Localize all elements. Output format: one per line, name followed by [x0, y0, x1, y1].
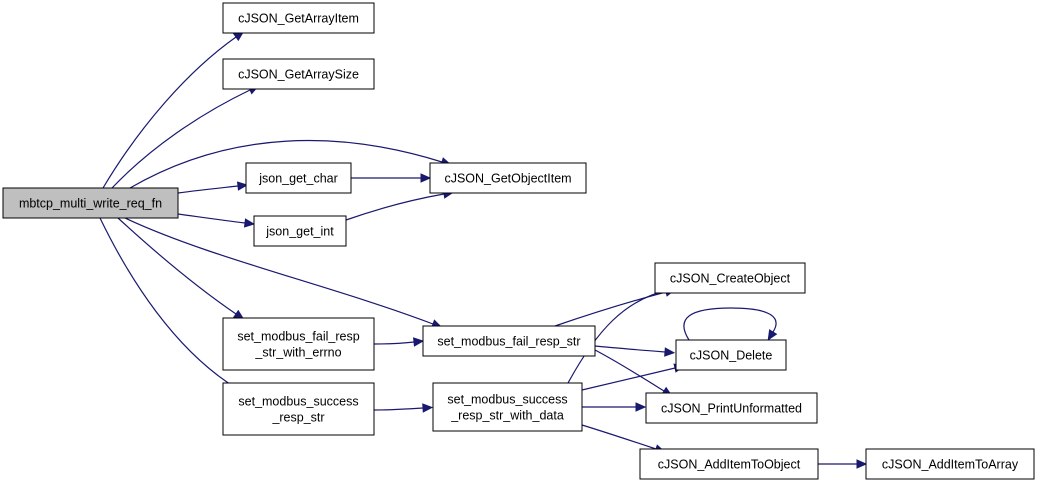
node-label-line: json_get_char: [258, 172, 338, 186]
node-label-line: set_modbus_success: [238, 395, 358, 409]
edge-line: [111, 89, 251, 189]
edge-line: [581, 367, 676, 391]
edge-set_modbus_success_resp_str-to-set_modbus_success_resp_str_with_data: [373, 403, 434, 413]
edge-arrowhead: [243, 218, 256, 228]
node-label-line: _resp_str_with_data: [450, 409, 564, 423]
node-cjson-additemtoarray[interactable]: cJSON_AddItemToArray: [865, 448, 1035, 480]
edge-arrowhead: [236, 181, 249, 191]
edge-mbtcp_multi_write_req_fn-to-cJSON_GetArrayItem: [102, 31, 245, 189]
node-label-line: cJSON_Delete: [690, 349, 773, 363]
node-set-modbus-fail-resp-str[interactable]: set_modbus_fail_resp_str: [422, 325, 596, 357]
node-box: [432, 382, 583, 432]
node-label-line: set_modbus_fail_resp_str: [437, 335, 580, 349]
edge-line: [594, 349, 665, 392]
node-json-get-int[interactable]: json_get_int: [253, 215, 347, 247]
node-set-modbus-fail-resp-str-with-errno[interactable]: set_modbus_fail_resp _str_with_errno: [222, 317, 375, 371]
edge-arrowhead: [767, 329, 778, 341]
edge-arrowhead: [412, 337, 425, 347]
node-box: [645, 392, 818, 424]
node-label-line: _str_with_errno: [254, 346, 341, 360]
node-label-line: cJSON_AddItemToArray: [882, 458, 1019, 472]
edge-line: [683, 307, 777, 341]
node-box: [422, 325, 596, 357]
node-label-line: cJSON_AddItemToObject: [658, 458, 801, 472]
node-mbtcp-multi-write-req-fn: mbtcp_multi_write_req_fn: [2, 187, 179, 219]
node-box: [222, 382, 375, 436]
edge-mbtcp_multi_write_req_fn-to-json_get_char: [177, 181, 249, 194]
node-cjson-createobject[interactable]: cJSON_CreateObject: [654, 262, 806, 294]
node-label-line: cJSON_GetArraySize: [238, 68, 359, 82]
node-label-line: mbtcp_multi_write_req_fn: [19, 197, 162, 211]
node-box: [639, 448, 819, 480]
edge-mbtcp_multi_write_req_fn-to-set_modbus_fail_resp_str_with_errno: [117, 217, 245, 320]
edge-line: [594, 345, 666, 353]
node-box: [2, 187, 179, 219]
node-box: [675, 339, 787, 371]
node-label-line: set_modbus_success: [447, 393, 567, 407]
edge-line: [117, 217, 237, 315]
node-cjson-additemtoobject[interactable]: cJSON_AddItemToObject: [639, 448, 819, 480]
edge-arrowhead: [635, 402, 647, 412]
node-set-modbus-success-resp-str-with-data[interactable]: set_modbus_success _resp_str_with_data: [432, 382, 583, 432]
edge-line: [345, 193, 445, 221]
edge-mbtcp_multi_write_req_fn-to-set_modbus_success_resp_str: [99, 217, 245, 394]
edge-line: [177, 185, 239, 194]
node-box: [865, 448, 1035, 480]
node-label-line: cJSON_CreateObject: [670, 272, 791, 286]
node-box: [222, 317, 375, 371]
edge-arrowhead: [664, 347, 676, 357]
edge-line: [554, 291, 667, 327]
edge-json_get_char-to-cJSON_GetObjectItem: [351, 173, 432, 183]
node-label-line: _resp_str: [271, 411, 324, 425]
node-box: [222, 58, 375, 90]
node-box: [245, 162, 352, 194]
edge-line: [99, 217, 237, 389]
node-label-line: set_modbus_fail_resp: [237, 330, 359, 344]
edge-set_modbus_fail_resp_str-to-cJSON_Delete: [594, 345, 676, 357]
node-label-line: json_get_int: [265, 225, 334, 239]
node-cjson-delete[interactable]: cJSON_Delete: [675, 339, 787, 371]
edge-set_modbus_success_resp_str_with_data-to-cJSON_Delete: [581, 363, 685, 391]
node-box: [429, 162, 587, 194]
node-set-modbus-success-resp-str[interactable]: set_modbus_success _resp_str: [222, 382, 375, 436]
edge-arrowhead: [422, 403, 434, 413]
node-box: [253, 215, 347, 247]
edge-cJSON_AddItemToObject-to-cJSON_AddItemToArray: [817, 459, 868, 469]
edge-line: [124, 217, 434, 325]
edge-set_modbus_fail_resp_str_with_errno-to-set_modbus_fail_resp_str: [373, 337, 425, 347]
edge-line: [373, 341, 415, 345]
node-label-line: cJSON_GetArrayItem: [238, 12, 359, 26]
edge-json_get_int-to-cJSON_GetObjectItem: [345, 189, 455, 221]
node-label-line: cJSON_GetObjectItem: [444, 172, 571, 186]
node-cjson-printunformatted[interactable]: cJSON_PrintUnformatted: [645, 392, 818, 424]
edge-line: [177, 213, 246, 224]
edge-arrowhead: [856, 459, 868, 469]
node-json-get-char[interactable]: json_get_char: [245, 162, 352, 194]
node-cjson-getarrayitem[interactable]: cJSON_GetArrayItem: [222, 2, 375, 34]
node-cjson-getobjectitem[interactable]: cJSON_GetObjectItem: [429, 162, 587, 194]
edge-line: [102, 36, 237, 189]
node-box: [654, 262, 806, 294]
edge-line: [373, 407, 424, 411]
edge-line: [581, 424, 657, 450]
node-box: [222, 2, 375, 34]
node-cjson-getarraysize[interactable]: cJSON_GetArraySize: [222, 58, 375, 90]
edge-mbtcp_multi_write_req_fn-to-cJSON_GetArraySize: [111, 85, 260, 189]
edge-line: [129, 139, 443, 189]
edge-mbtcp_multi_write_req_fn-to-json_get_int: [177, 213, 256, 228]
edge-set_modbus_fail_resp_str-to-cJSON_PrintUnformatted: [594, 349, 673, 397]
edge-cJSON_Delete-to-cJSON_Delete: [683, 307, 778, 341]
edge-line: [567, 289, 669, 384]
edge-arrowhead: [420, 173, 432, 183]
edge-set_modbus_success_resp_str_with_data-to-cJSON_PrintUnformatted: [581, 402, 647, 412]
node-label-line: cJSON_PrintUnformatted: [661, 402, 802, 416]
